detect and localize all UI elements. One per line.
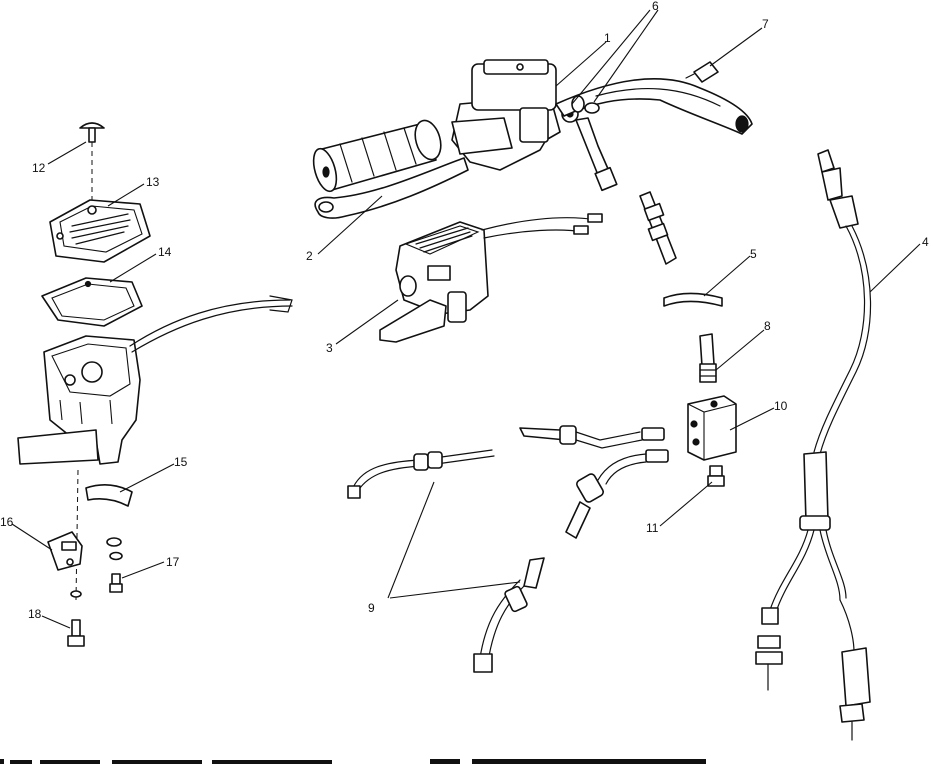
callout-7: 7 [762, 17, 769, 31]
part-junction-block-10 [687, 395, 737, 461]
part-brake-lines-9 [347, 425, 669, 673]
part-bracket-16 [47, 531, 83, 571]
callout-15: 15 [174, 455, 188, 469]
part-fitting-8 [699, 333, 717, 383]
part-cover-plate-13 [49, 199, 151, 263]
callout-11: 11 [646, 521, 659, 535]
part-bolt-11 [707, 465, 725, 487]
master-cylinder-assembly [312, 59, 753, 219]
callout-14: 14 [158, 245, 172, 259]
callout-18: 18 [28, 607, 42, 621]
callout-5: 5 [750, 247, 757, 261]
part-clip-5 [663, 292, 723, 307]
callout-10: 10 [774, 399, 788, 413]
part-lever-2 [314, 157, 469, 219]
callout-4: 4 [922, 235, 929, 249]
callout-13: 13 [146, 175, 160, 189]
callout-2: 2 [306, 249, 313, 263]
callout-16: 16 [0, 515, 14, 529]
callout-12: 12 [32, 161, 46, 175]
callout-labels: 1 2 3 4 5 6 7 8 9 10 11 12 13 14 15 16 1… [0, 0, 929, 621]
part-clip-15 [85, 484, 133, 507]
part-bleeder-7 [685, 61, 719, 83]
part-grip [312, 119, 442, 193]
part-screw-18 [67, 590, 85, 647]
callout-17: 17 [166, 555, 180, 569]
part-hose-segment [639, 191, 677, 265]
callout-9: 9 [368, 601, 375, 615]
callout-8: 8 [764, 319, 771, 333]
part-bolt-17 [106, 537, 123, 593]
part-housing [17, 295, 293, 465]
part-throttle-housing-3 [379, 213, 603, 343]
control-housing-assembly [17, 122, 293, 647]
part-gasket-14 [41, 277, 143, 327]
part-banjo-6 [571, 95, 618, 192]
part-brake-lever [555, 78, 753, 135]
part-master-cylinder-1 [451, 59, 579, 171]
leader-lines [11, 9, 921, 629]
part-screw-12 [79, 122, 105, 143]
bottom-edge-strip [0, 759, 706, 764]
callout-6: 6 [652, 0, 659, 13]
part-throttle-cable-4 [755, 149, 872, 741]
callout-1: 1 [604, 31, 611, 45]
callout-3: 3 [326, 341, 333, 355]
